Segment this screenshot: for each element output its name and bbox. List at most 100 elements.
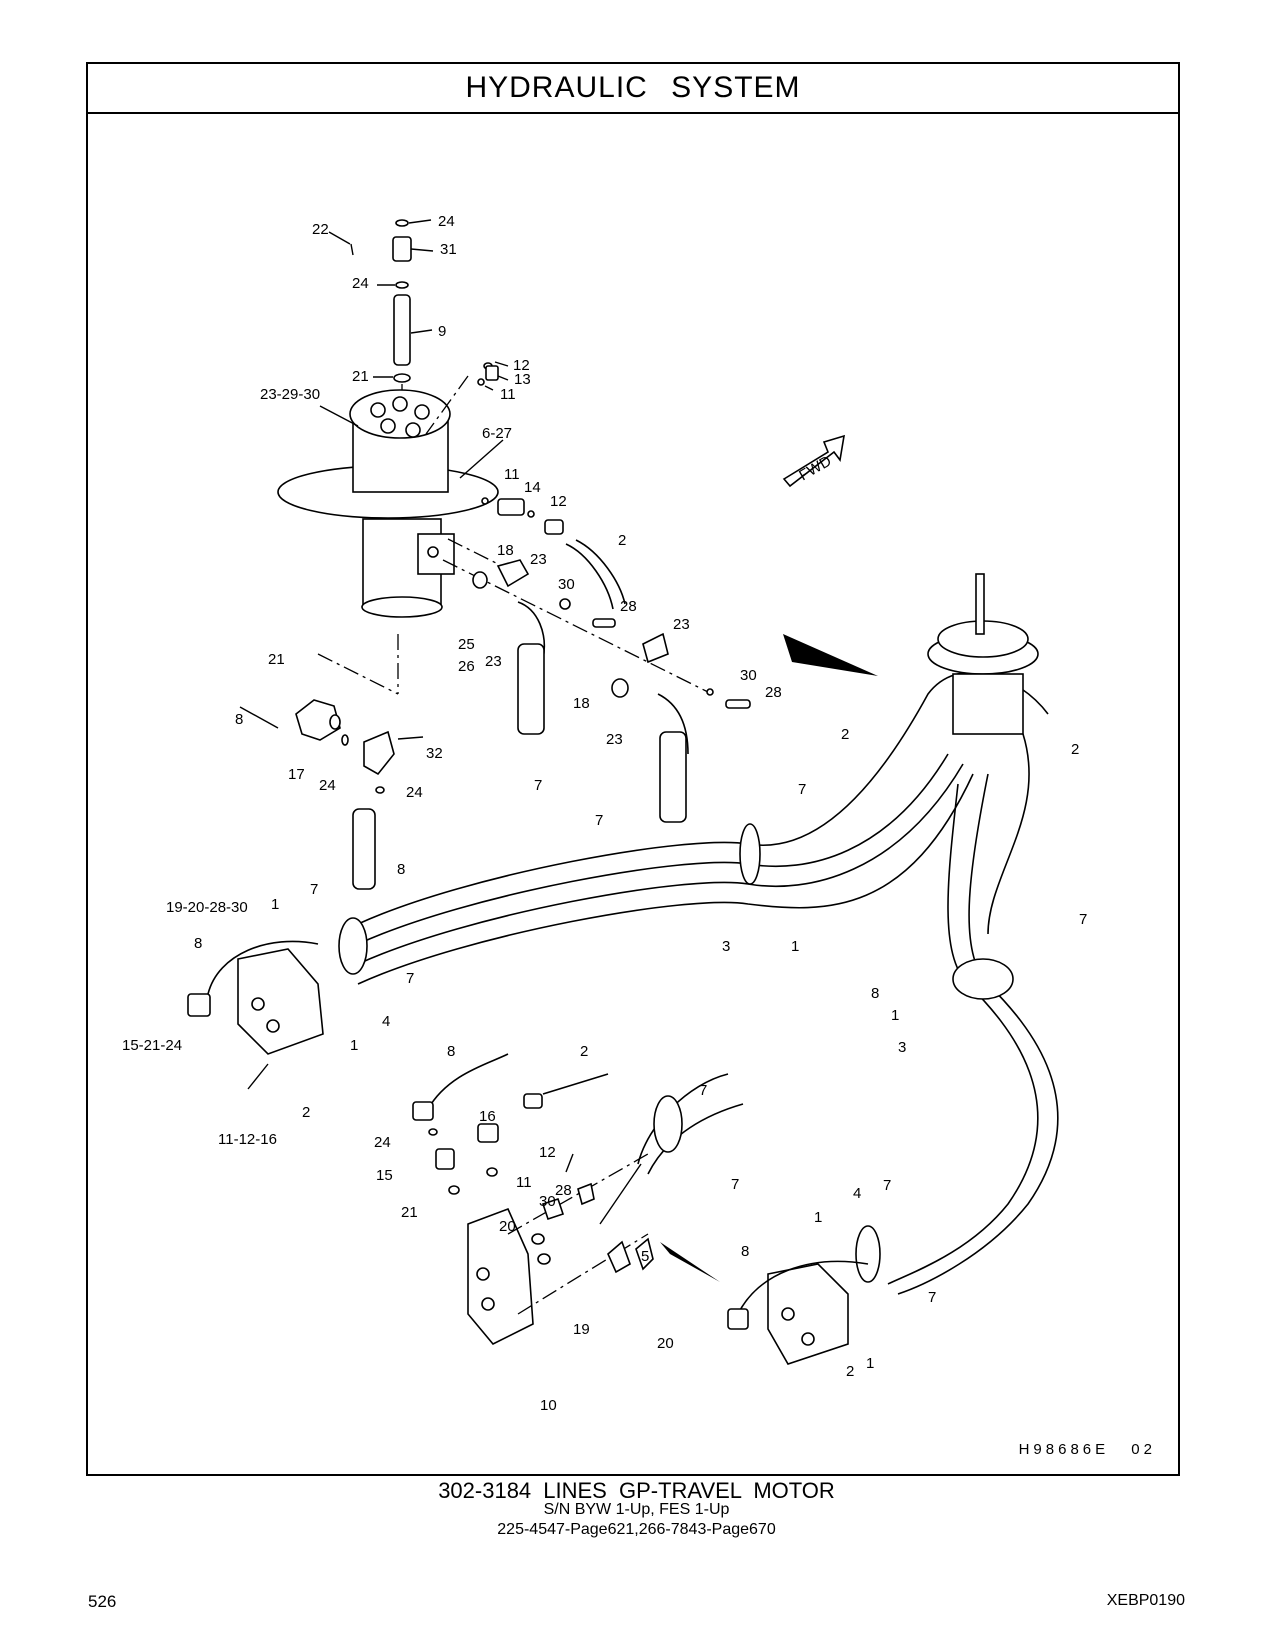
left-control-valve xyxy=(187,940,324,1090)
callout: 23-29-30 xyxy=(260,386,320,403)
callout: 12 xyxy=(550,493,567,510)
callout: 12 xyxy=(513,357,530,374)
callout: 5 xyxy=(641,1248,649,1265)
callout: 1 xyxy=(814,1209,822,1226)
fwd-label: FWD xyxy=(796,452,834,484)
left-fittings xyxy=(239,699,424,890)
callout: 21 xyxy=(352,368,369,385)
page-title: HYDRAULIC SYSTEM xyxy=(88,64,1178,114)
callout: 8 xyxy=(397,861,405,878)
callout: 8 xyxy=(447,1043,455,1060)
callout: 15-21-24 xyxy=(122,1037,182,1054)
caption-references: 225-4547-Page621,266-7843-Page670 xyxy=(497,1521,776,1538)
fwd-arrow: FWD xyxy=(660,434,878,1282)
callout: 8 xyxy=(741,1243,749,1260)
callout: 30 xyxy=(740,667,757,684)
callout: 9 xyxy=(438,323,446,340)
callout: 7 xyxy=(595,812,603,829)
callout: 8 xyxy=(235,711,243,728)
callout: 28 xyxy=(555,1182,572,1199)
callout: 1 xyxy=(866,1355,874,1372)
callout: 10 xyxy=(540,1397,557,1414)
callout: 3 xyxy=(898,1039,906,1056)
callout: 28 xyxy=(620,598,637,615)
callout: 22 xyxy=(312,221,329,238)
callout: 7 xyxy=(928,1289,936,1306)
callout: 7 xyxy=(310,881,318,898)
callout: 7 xyxy=(731,1176,739,1193)
callout: 6-27 xyxy=(482,425,512,442)
page-number: 526 xyxy=(88,1592,117,1611)
callout: 24 xyxy=(352,275,369,292)
callout: 7 xyxy=(798,781,806,798)
callout: 21 xyxy=(401,1204,418,1221)
callout: 21 xyxy=(268,651,285,668)
callout: 23 xyxy=(485,653,502,670)
callout: 1 xyxy=(891,1007,899,1024)
callout: 1 xyxy=(350,1037,358,1054)
callout: 7 xyxy=(406,970,414,987)
callout: 30 xyxy=(558,576,575,593)
callout: 4 xyxy=(853,1185,861,1202)
callout: 7 xyxy=(534,777,542,794)
callout: 7 xyxy=(699,1082,707,1099)
callout: 11 xyxy=(504,466,520,483)
callout: 7 xyxy=(1079,911,1087,928)
diagram-frame: HYDRAULIC SYSTEM xyxy=(86,62,1180,1476)
caption-title: 302-3184 LINES GP-TRAVEL MOTOR xyxy=(438,1478,835,1503)
callout: 26 xyxy=(458,658,475,675)
callout: 8 xyxy=(871,985,879,1002)
swivel-body xyxy=(277,375,504,695)
callout: 23 xyxy=(530,551,547,568)
callout: 24 xyxy=(406,784,423,801)
callout: 32 xyxy=(426,745,443,762)
drawing-code: H98686E 02 xyxy=(1018,1441,1156,1458)
caption-serial: S/N BYW 1-Up, FES 1-Up xyxy=(543,1501,730,1518)
callout: 2 xyxy=(580,1043,588,1060)
callout: 18 xyxy=(573,695,590,712)
lower-left-parts xyxy=(412,1053,744,1345)
callout: 11 xyxy=(500,386,516,403)
swivel-port-fittings xyxy=(442,361,751,823)
callout: 20 xyxy=(657,1335,674,1352)
callout: 17 xyxy=(288,766,305,783)
callout: 16 xyxy=(479,1108,496,1125)
callout: 28 xyxy=(765,684,782,701)
callout: 3 xyxy=(722,938,730,955)
callout: 2 xyxy=(618,532,626,549)
callout: 1 xyxy=(791,938,799,955)
callout: 2 xyxy=(846,1363,854,1380)
callout: 31 xyxy=(440,241,457,258)
callout: 23 xyxy=(673,616,690,633)
callout: 2 xyxy=(302,1104,310,1121)
callout: 14 xyxy=(524,479,541,496)
callout: 13 xyxy=(514,371,531,388)
callout: 25 xyxy=(458,636,475,653)
swivel-fittings xyxy=(328,219,434,419)
callout: 15 xyxy=(376,1167,393,1184)
callout: 24 xyxy=(319,777,336,794)
callout: 19 xyxy=(573,1321,590,1338)
callout: 23 xyxy=(606,731,623,748)
hose-bundle xyxy=(338,671,1059,1295)
callout: 12 xyxy=(539,1144,556,1161)
hydraulic-diagram: FWD xyxy=(122,213,1087,1414)
callout: 24 xyxy=(374,1134,391,1151)
callout: 2 xyxy=(841,726,849,743)
callout: 8 xyxy=(194,935,202,952)
callout: 1 xyxy=(271,896,279,913)
document-id: XEBP0190 xyxy=(1106,1592,1185,1609)
right-swivel xyxy=(927,573,1039,735)
callout: 11 xyxy=(516,1174,532,1191)
callout: 2 xyxy=(1071,741,1079,758)
callout: 30 xyxy=(539,1193,556,1210)
callout: 11-12-16 xyxy=(218,1131,277,1148)
callout: 18 xyxy=(497,542,514,559)
callout: 7 xyxy=(883,1177,891,1194)
callout: 20 xyxy=(499,1218,516,1235)
right-control-valve xyxy=(727,1260,869,1365)
callout-labels: 24 22 31 24 9 21 12 13 11 23-29-30 6-27 … xyxy=(122,213,1087,1414)
callout: 4 xyxy=(382,1013,390,1030)
callout: 19-20-28-30 xyxy=(166,899,248,916)
callout: 24 xyxy=(438,213,455,230)
